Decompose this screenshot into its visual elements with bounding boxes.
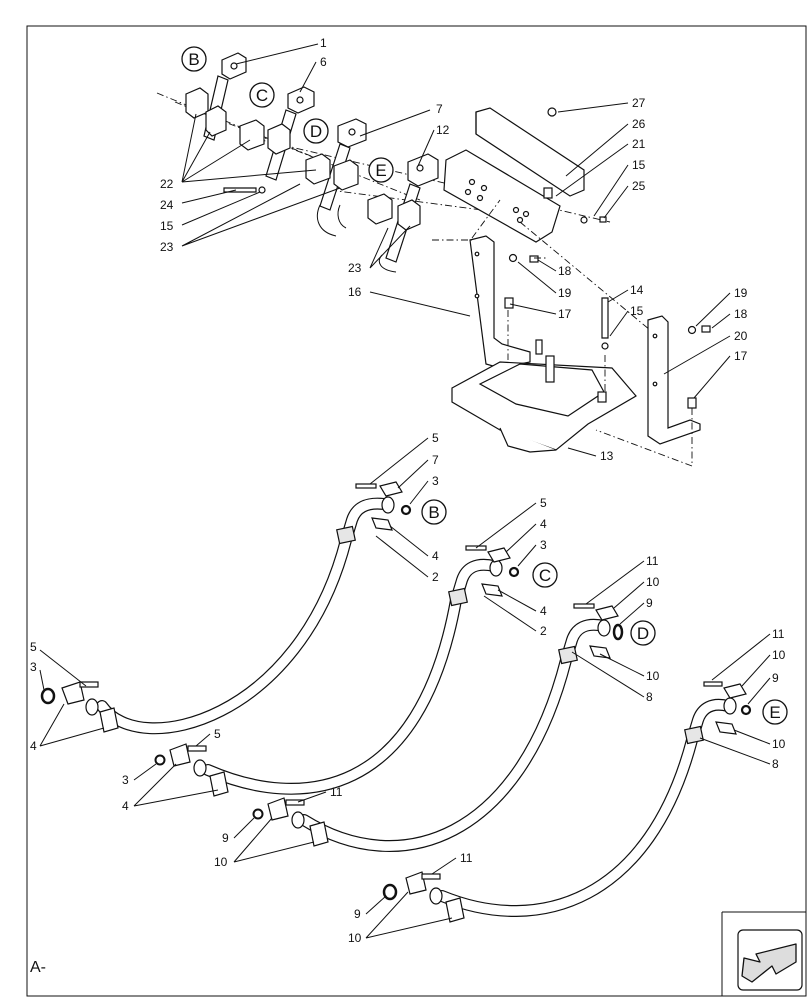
label-15: 15 bbox=[160, 219, 174, 233]
navigation-arrow-button[interactable] bbox=[721, 911, 806, 996]
bracket-assembly bbox=[432, 107, 711, 467]
label-4: 4 bbox=[122, 799, 129, 813]
label-7: 7 bbox=[432, 453, 439, 467]
label-13: 13 bbox=[600, 449, 614, 463]
label-17: 17 bbox=[558, 307, 572, 321]
label-6: 6 bbox=[320, 55, 327, 69]
label-10: 10 bbox=[772, 648, 786, 662]
label-15: 15 bbox=[632, 158, 646, 172]
label-18: 18 bbox=[558, 264, 572, 278]
label-4: 4 bbox=[432, 549, 439, 563]
label-3: 3 bbox=[122, 773, 129, 787]
reference-e: E bbox=[375, 161, 386, 180]
label-23: 23 bbox=[160, 240, 174, 254]
label-5: 5 bbox=[540, 496, 547, 510]
reference-b: B bbox=[428, 503, 439, 522]
label-4: 4 bbox=[540, 517, 547, 531]
label-19: 19 bbox=[734, 286, 748, 300]
label-5: 5 bbox=[432, 431, 439, 445]
reference-d: D bbox=[637, 624, 649, 643]
reference-callouts: B C D E B C D E bbox=[181, 46, 788, 725]
hose-assembly-c bbox=[154, 545, 520, 797]
label-27: 27 bbox=[632, 96, 646, 110]
label-3: 3 bbox=[540, 538, 547, 552]
label-4: 4 bbox=[30, 739, 37, 753]
arrow-left-down-icon bbox=[741, 943, 797, 983]
page-border bbox=[26, 25, 807, 997]
label-10: 10 bbox=[772, 737, 786, 751]
label-2: 2 bbox=[540, 624, 547, 638]
label-9: 9 bbox=[222, 831, 229, 845]
label-11: 11 bbox=[460, 851, 473, 865]
label-18: 18 bbox=[734, 307, 748, 321]
label-20: 20 bbox=[734, 329, 748, 343]
reference-e: E bbox=[769, 703, 780, 722]
reference-d: D bbox=[310, 122, 322, 141]
label-26: 26 bbox=[632, 117, 646, 131]
label-19: 19 bbox=[558, 286, 572, 300]
hose-assembly-b bbox=[40, 481, 412, 735]
label-11: 11 bbox=[772, 627, 785, 641]
label-15: 15 bbox=[630, 304, 644, 318]
label-10: 10 bbox=[214, 855, 228, 869]
label-3: 3 bbox=[30, 660, 37, 674]
clamp-assembly-d bbox=[305, 118, 367, 211]
hose-assembly-d bbox=[252, 603, 624, 852]
label-11: 11 bbox=[646, 554, 659, 568]
label-16: 16 bbox=[348, 285, 362, 299]
label-9: 9 bbox=[772, 671, 779, 685]
clamp-assembly-b bbox=[185, 52, 247, 141]
label-14: 14 bbox=[630, 283, 644, 297]
label-8: 8 bbox=[646, 690, 653, 704]
reference-b: B bbox=[188, 50, 199, 69]
label-21: 21 bbox=[632, 137, 646, 151]
label-3: 3 bbox=[432, 474, 439, 488]
label-12: 12 bbox=[436, 123, 450, 137]
label-10: 10 bbox=[348, 931, 362, 945]
label-2: 2 bbox=[432, 570, 439, 584]
label-10: 10 bbox=[646, 669, 660, 683]
label-8: 8 bbox=[772, 757, 779, 771]
label-5: 5 bbox=[30, 640, 37, 654]
label-1: 1 bbox=[320, 36, 327, 50]
label-23: 23 bbox=[348, 261, 362, 275]
view-label: A- bbox=[30, 959, 46, 976]
label-10: 10 bbox=[646, 575, 660, 589]
label-11: 11 bbox=[330, 785, 343, 799]
reference-c: C bbox=[539, 566, 551, 585]
reference-c: C bbox=[256, 86, 268, 105]
hose-assembly-e bbox=[382, 681, 752, 923]
label-22: 22 bbox=[160, 177, 174, 191]
label-17: 17 bbox=[734, 349, 748, 363]
leader-lines bbox=[39, 43, 771, 939]
label-9: 9 bbox=[354, 907, 361, 921]
label-25: 25 bbox=[632, 179, 646, 193]
label-7: 7 bbox=[436, 102, 443, 116]
label-24: 24 bbox=[160, 198, 174, 212]
part-number-labels: 1 6 7 12 22 24 15 23 23 27 26 21 15 25 1… bbox=[30, 36, 786, 945]
label-9: 9 bbox=[646, 596, 653, 610]
label-5: 5 bbox=[214, 727, 221, 741]
label-4: 4 bbox=[540, 604, 547, 618]
